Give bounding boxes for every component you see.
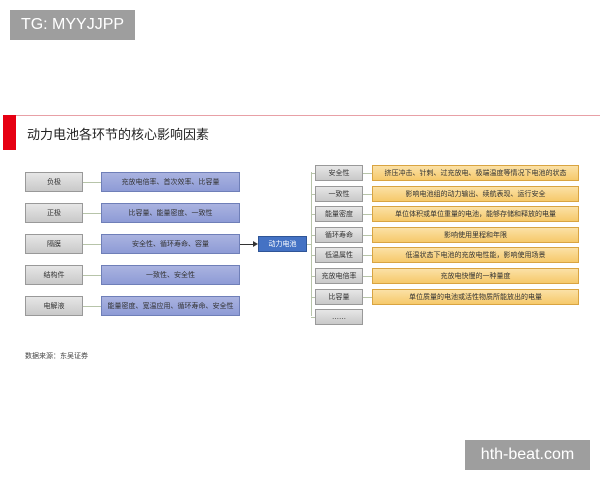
- connector: [363, 276, 372, 277]
- center-node: 动力电池: [258, 236, 307, 252]
- component-factors-box: 比容量、能量密度、一致性: [101, 203, 240, 223]
- property-box: 低温属性: [315, 247, 363, 264]
- component-factors-box: 能量密度、宽温应用、循环寿命、安全性: [101, 296, 240, 316]
- bracket-tick: [311, 255, 315, 257]
- bracket-tick: [311, 296, 315, 298]
- connector: [83, 213, 101, 214]
- component-box: 隔膜: [25, 234, 83, 254]
- connector: [363, 234, 372, 236]
- watermark-top: TG: MYYJJPP: [10, 10, 135, 40]
- property-box: 能量密度: [315, 206, 363, 223]
- component-factors-box: 安全性、循环寿命、容量: [101, 234, 240, 254]
- property-box: ……: [315, 309, 363, 326]
- property-description-box: 低温状态下电池的充放电性能，影响使用场景: [372, 247, 579, 264]
- source-note: 数据来源：东吴证券: [25, 352, 88, 360]
- center-connector: [307, 244, 311, 245]
- property-description-box: 单位质量的电池或活性物质所能放出的电量: [372, 288, 579, 305]
- bracket-tick: [311, 173, 315, 174]
- component-box: 电解液: [25, 296, 83, 316]
- title-accent-bar: [3, 115, 16, 150]
- component-box: 负极: [25, 172, 83, 192]
- connector: [363, 193, 372, 195]
- bracket-tick: [311, 276, 315, 277]
- connector: [363, 296, 372, 298]
- property-box: 安全性: [315, 165, 363, 181]
- connector: [83, 182, 101, 183]
- component-factors-box: 一致性、安全性: [101, 265, 240, 285]
- bracket-tick: [311, 317, 315, 319]
- property-description-box: 影响电池组的动力输出、续航表现、运行安全: [372, 185, 579, 202]
- bracket-tick: [311, 193, 315, 195]
- property-description-box: 单位体积或单位重量的电池，能够存储和释放的电量: [372, 206, 579, 223]
- component-factors-box: 充放电倍率、首次效率、比容量: [101, 172, 240, 192]
- arrow-head-icon: [253, 241, 258, 247]
- property-description-box: 充放电快慢的一种量度: [372, 268, 579, 284]
- property-box: 充放电倍率: [315, 268, 363, 284]
- connector: [83, 275, 101, 276]
- component-box: 正极: [25, 203, 83, 223]
- bracket-tick: [311, 234, 315, 236]
- property-box: 循环寿命: [315, 226, 363, 243]
- property-description-box: 影响使用里程和年限: [372, 226, 579, 243]
- connector: [363, 173, 372, 174]
- bracket-line: [311, 172, 312, 316]
- watermark-bottom: hth-beat.com: [465, 440, 590, 470]
- connector: [363, 214, 372, 216]
- title-rule: [3, 115, 600, 116]
- bracket-tick: [311, 214, 315, 216]
- component-box: 结构件: [25, 265, 83, 285]
- arrow-line: [240, 244, 256, 245]
- connector: [83, 244, 101, 245]
- property-box: 比容量: [315, 288, 363, 305]
- connector: [83, 306, 101, 307]
- connector: [363, 255, 372, 257]
- property-description-box: 挤压冲击、针刺、过充放电、极端温度等情况下电池的状态: [372, 165, 579, 181]
- property-box: 一致性: [315, 185, 363, 202]
- page-title: 动力电池各环节的核心影响因素: [27, 128, 210, 143]
